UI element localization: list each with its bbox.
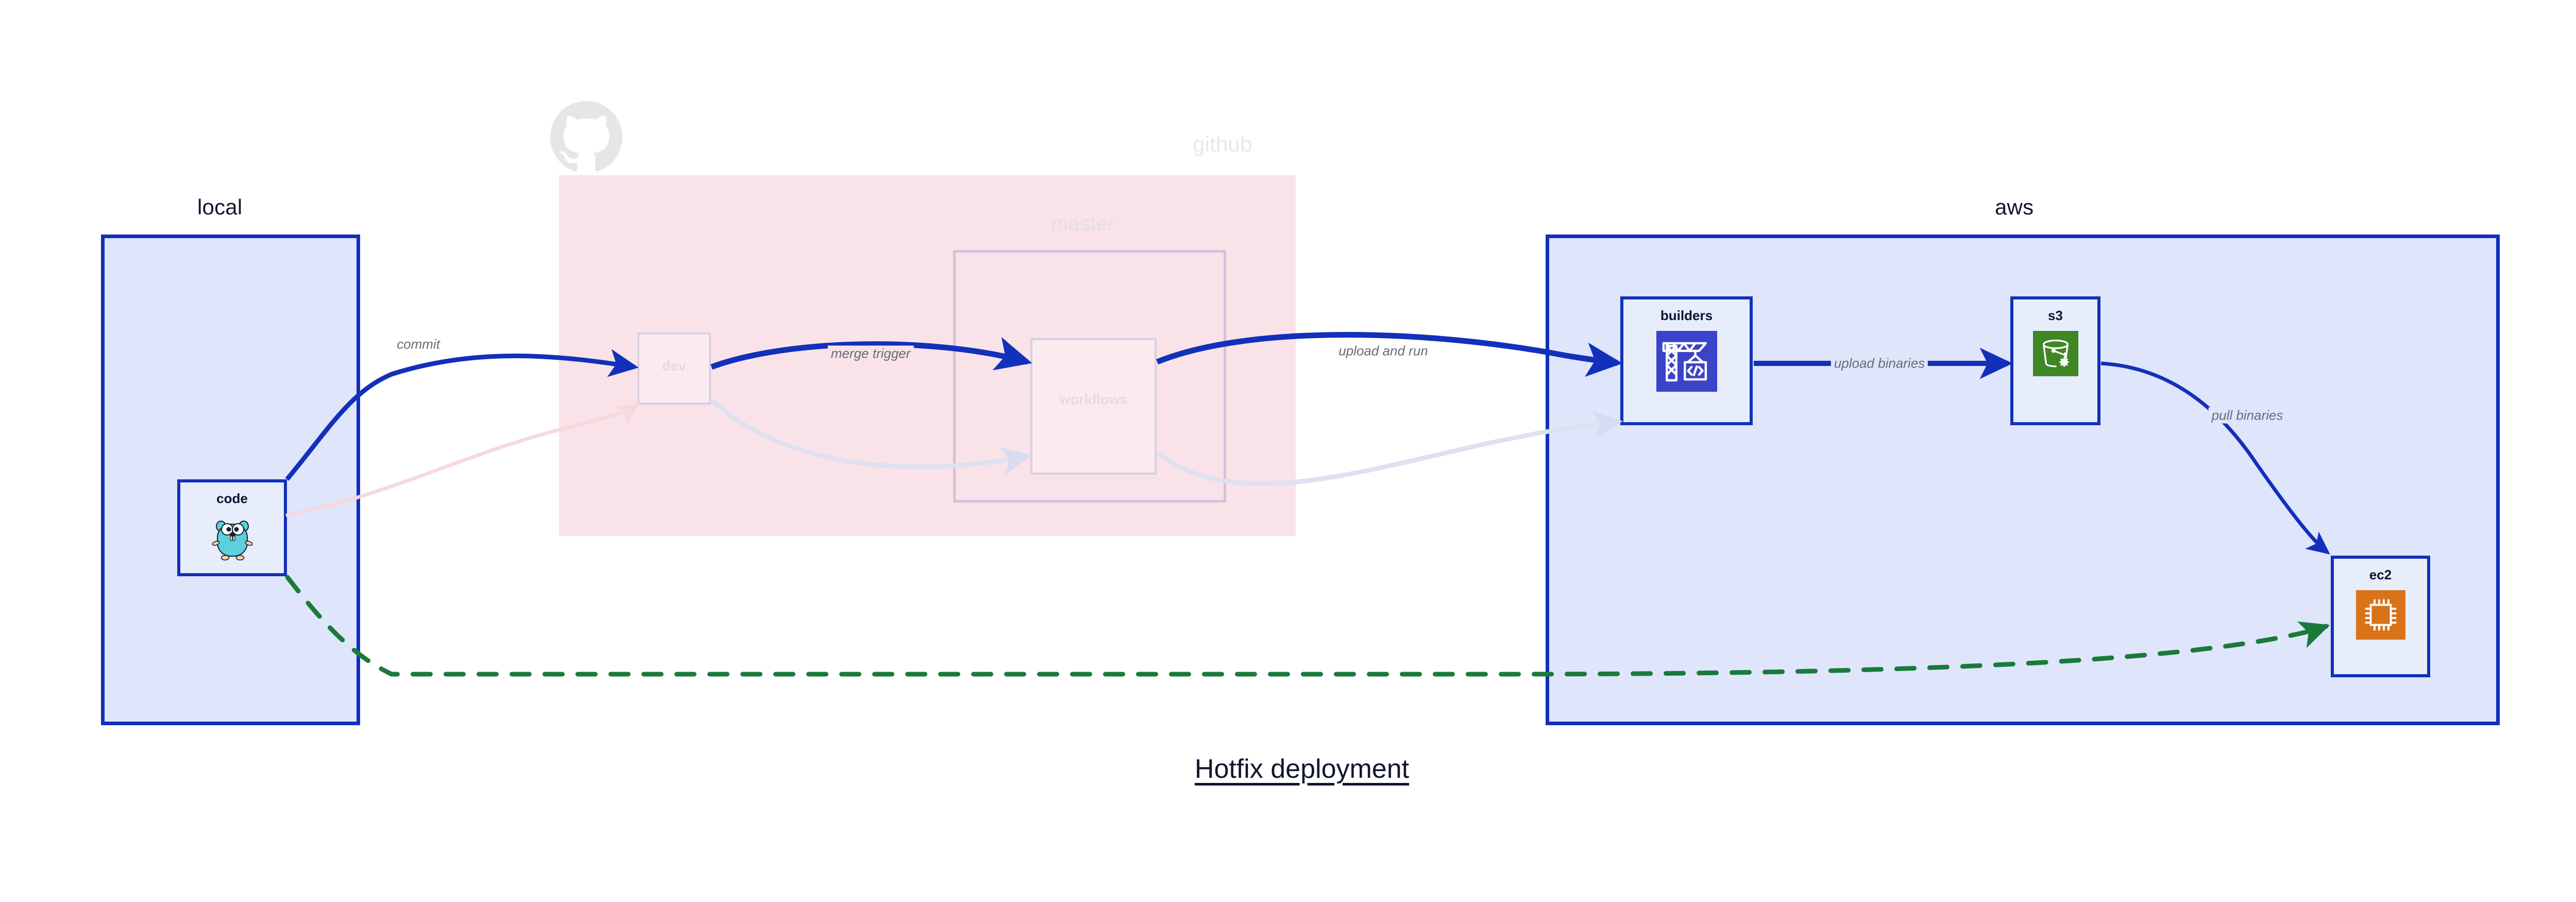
node-ec2[interactable]: ec2 (2331, 556, 2430, 677)
node-workflows-label: workflows (1059, 392, 1128, 407)
node-builders[interactable]: builders (1620, 296, 1753, 425)
edge-label-upload-and-run: upload and run (1335, 343, 1431, 359)
node-builders-label: builders (1660, 308, 1713, 323)
edge-label-pull-binaries: pull binaries (2208, 407, 2286, 424)
cluster-title-master: master (1051, 212, 1115, 235)
cluster-title-local: local (197, 195, 243, 219)
cluster-master (953, 250, 1226, 503)
crane-code-icon (1656, 331, 1717, 392)
cpu-chip-icon (2355, 590, 2405, 640)
node-code-label: code (216, 491, 248, 506)
cluster-title-github: github (1193, 132, 1252, 156)
edge-label-commit: commit (394, 336, 443, 353)
node-ec2-label: ec2 (2369, 567, 2392, 582)
node-s3-label: s3 (2048, 308, 2063, 323)
node-code[interactable]: code (177, 479, 287, 576)
edge-label-upload-binaries: upload binaries (1831, 355, 1928, 372)
node-dev[interactable]: dev (637, 332, 711, 405)
go-gopher-icon (211, 521, 253, 561)
node-dev-label: dev (662, 358, 686, 374)
edge-label-merge-trigger: merge trigger (827, 345, 914, 362)
cluster-title-aws: aws (1995, 195, 2034, 219)
github-octocat-icon (550, 101, 622, 172)
s3-bucket-icon (2032, 331, 2078, 376)
node-workflows[interactable]: workflows (1030, 338, 1157, 475)
node-s3[interactable]: s3 (2010, 296, 2100, 425)
diagram-caption: Hotfix deployment (1194, 754, 1410, 784)
